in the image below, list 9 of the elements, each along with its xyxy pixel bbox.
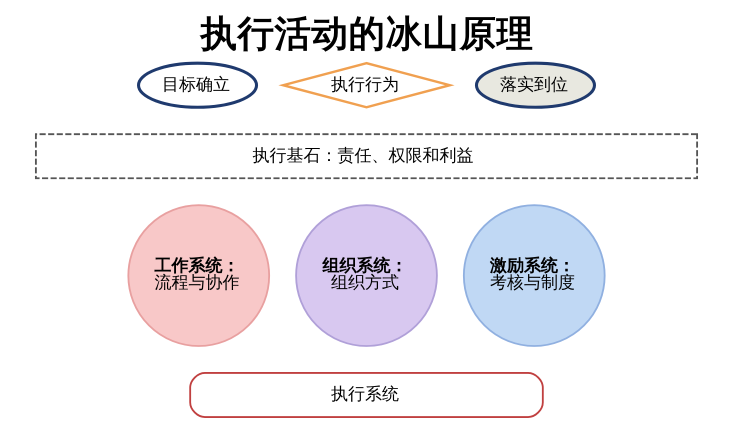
node-box: 执行系统 [189, 372, 544, 418]
node-ellipse: 目标确立 [137, 62, 258, 109]
node-circle: 组织系统： 组织方式 [295, 204, 438, 347]
node-diamond: 执行行为 [278, 62, 455, 109]
node-ellipse: 落实到位 [474, 62, 596, 109]
node-box: 执行基石：责任、权限和利益 [34, 133, 698, 180]
diagram-title: 执行活动的冰山原理 [200, 13, 534, 54]
node-circle: 激励系统： 考核与制度 [462, 204, 606, 347]
node-circle: 工作系统： 流程与协作 [127, 204, 270, 347]
